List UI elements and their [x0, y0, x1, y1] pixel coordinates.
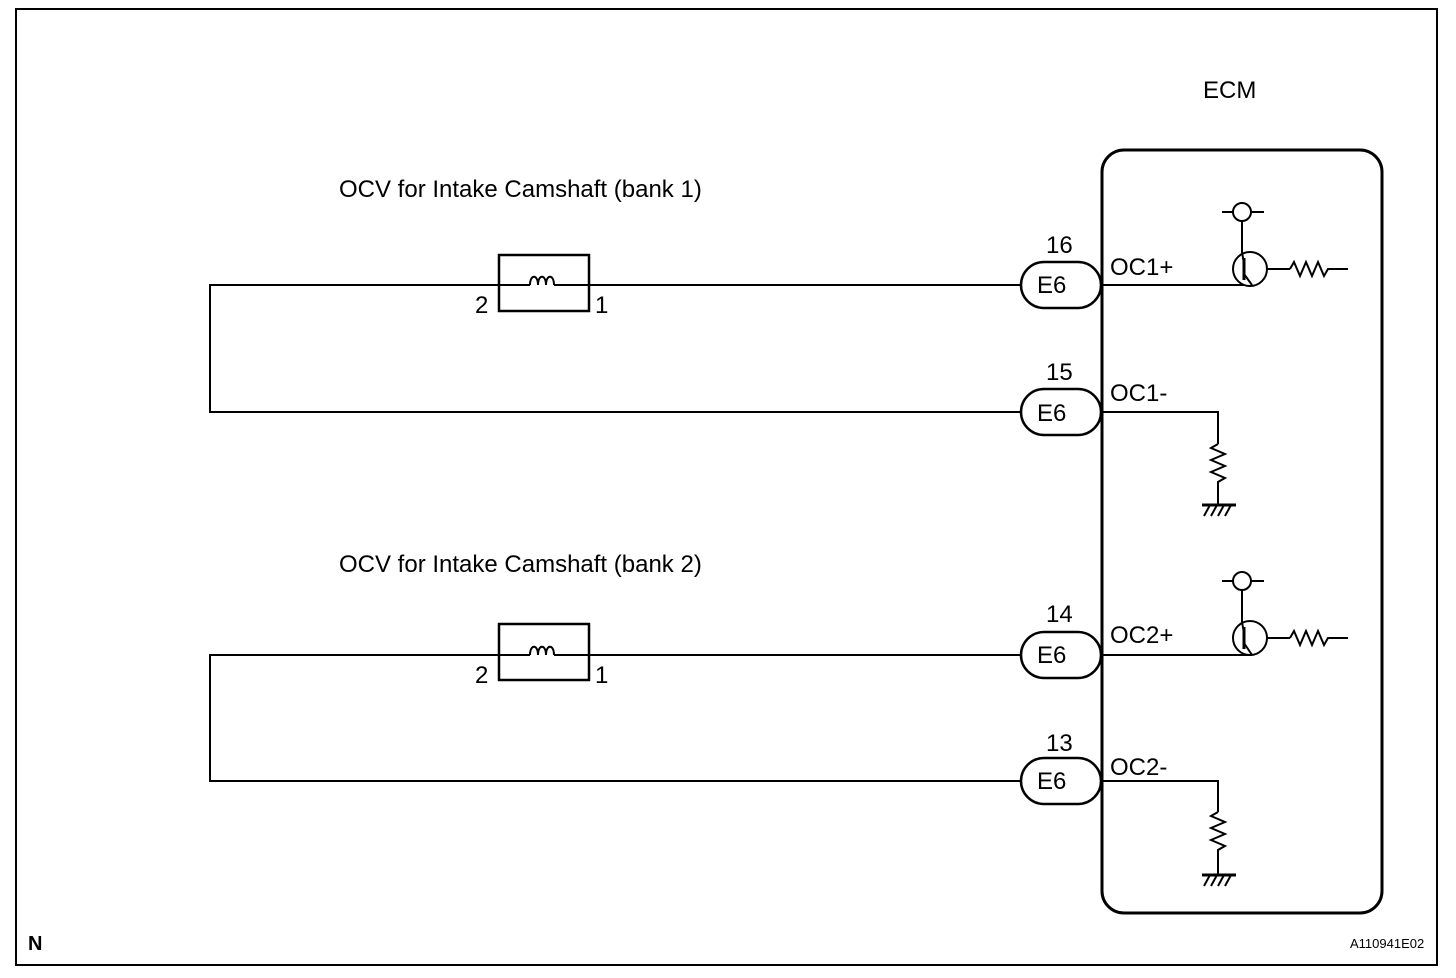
pin-number-14: 14 — [1046, 601, 1073, 628]
footer-left-label: N — [28, 933, 42, 955]
resistor-icon — [1289, 628, 1348, 648]
ocv-title-bank-2: OCV for Intake Camshaft (bank 2) — [339, 551, 702, 578]
transistor-icon — [1232, 251, 1290, 287]
transistor-icon — [1232, 620, 1290, 656]
power-supply-icon — [1222, 202, 1264, 252]
circuit-bank-2: OCV for Intake Camshaft (bank 2) 2 1 14 … — [209, 551, 1348, 887]
ocv-pin-2-bank-1: 2 — [475, 292, 488, 319]
wire-return-bank-2 — [209, 654, 1022, 782]
coil-icon — [499, 275, 589, 286]
pin-number-16: 16 — [1046, 232, 1073, 259]
ground-icon — [1202, 873, 1236, 887]
ground-icon — [1202, 503, 1236, 517]
signal-oc1-plus: OC1+ — [1110, 254, 1173, 281]
ecm-title: ECM — [1203, 77, 1256, 104]
connector-label-pin-15: E6 — [1037, 400, 1066, 427]
coil-icon — [499, 645, 589, 656]
connector-label-pin-14: E6 — [1037, 642, 1066, 669]
connector-e6-pin-15 — [1019, 387, 1103, 437]
ocv-pin-1-bank-2: 1 — [595, 662, 608, 689]
connector-e6-pin-14 — [1019, 630, 1103, 680]
ocv-component-bank-1 — [497, 253, 591, 313]
connector-e6-pin-13 — [1019, 756, 1103, 806]
signal-oc2-minus: OC2- — [1110, 754, 1167, 781]
circuit-bank-1: OCV for Intake Camshaft (bank 1) 2 1 16 … — [209, 176, 1348, 517]
pin-number-15: 15 — [1046, 359, 1073, 386]
signal-oc2-plus: OC2+ — [1110, 622, 1173, 649]
wire-return-bank-1 — [209, 284, 1022, 413]
connector-label-pin-16: E6 — [1037, 272, 1066, 299]
pin-number-13: 13 — [1046, 730, 1073, 757]
ocv-component-bank-2 — [497, 622, 591, 682]
wire-ecm-oc1-minus — [1102, 411, 1219, 444]
resistor-icon — [1208, 443, 1228, 504]
signal-oc1-minus: OC1- — [1110, 380, 1167, 407]
wire-ecm-oc2-minus — [1102, 780, 1219, 812]
connector-e6-pin-16 — [1019, 260, 1103, 310]
connector-label-pin-13: E6 — [1037, 768, 1066, 795]
ocv-title-bank-1: OCV for Intake Camshaft (bank 1) — [339, 176, 702, 203]
ocv-pin-1-bank-1: 1 — [595, 292, 608, 319]
ecm-box — [1100, 148, 1384, 915]
resistor-icon — [1289, 259, 1348, 279]
diagram-frame — [15, 8, 1438, 966]
figure-id: A110941E02 — [1350, 936, 1424, 951]
resistor-icon — [1208, 811, 1228, 874]
ocv-pin-2-bank-2: 2 — [475, 662, 488, 689]
power-supply-icon — [1222, 571, 1264, 622]
